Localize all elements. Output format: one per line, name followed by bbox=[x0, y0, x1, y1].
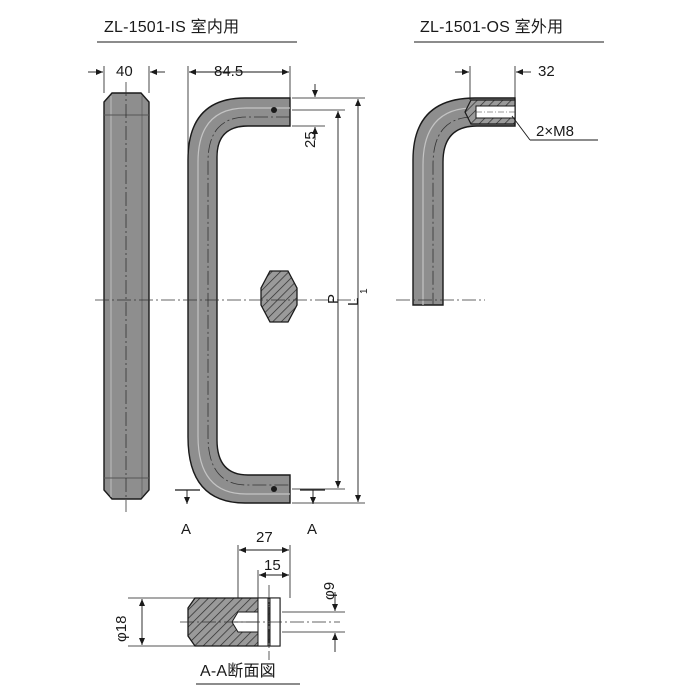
dim-l: L bbox=[345, 297, 362, 306]
section-title: A-A断面図 bbox=[200, 663, 276, 680]
dim-phi18: φ18 bbox=[113, 615, 130, 642]
front-view bbox=[88, 66, 165, 512]
dim-thread: 2×M8 bbox=[536, 123, 574, 140]
indoor-title: ZL-1501-IS 室内用 bbox=[104, 19, 240, 36]
dim-40: 40 bbox=[116, 63, 133, 80]
section-mark-left: A bbox=[181, 521, 192, 538]
dim-84-5: 84.5 bbox=[214, 63, 244, 80]
dim-32: 32 bbox=[538, 63, 555, 80]
dim-p: P bbox=[325, 293, 342, 304]
handle-side-view bbox=[95, 66, 365, 504]
dim-phi9: φ9 bbox=[321, 581, 338, 600]
dim-25: 25 bbox=[302, 131, 319, 148]
outdoor-title: ZL-1501-OS 室外用 bbox=[420, 19, 564, 36]
dim-27: 27 bbox=[256, 529, 273, 546]
dim-15: 15 bbox=[264, 557, 281, 574]
dim-l-subscript: 1 bbox=[359, 288, 370, 294]
section-mark-right: A bbox=[307, 521, 318, 538]
section-view bbox=[128, 545, 345, 685]
outdoor-view bbox=[396, 66, 598, 306]
mid-section-cut bbox=[260, 270, 298, 323]
